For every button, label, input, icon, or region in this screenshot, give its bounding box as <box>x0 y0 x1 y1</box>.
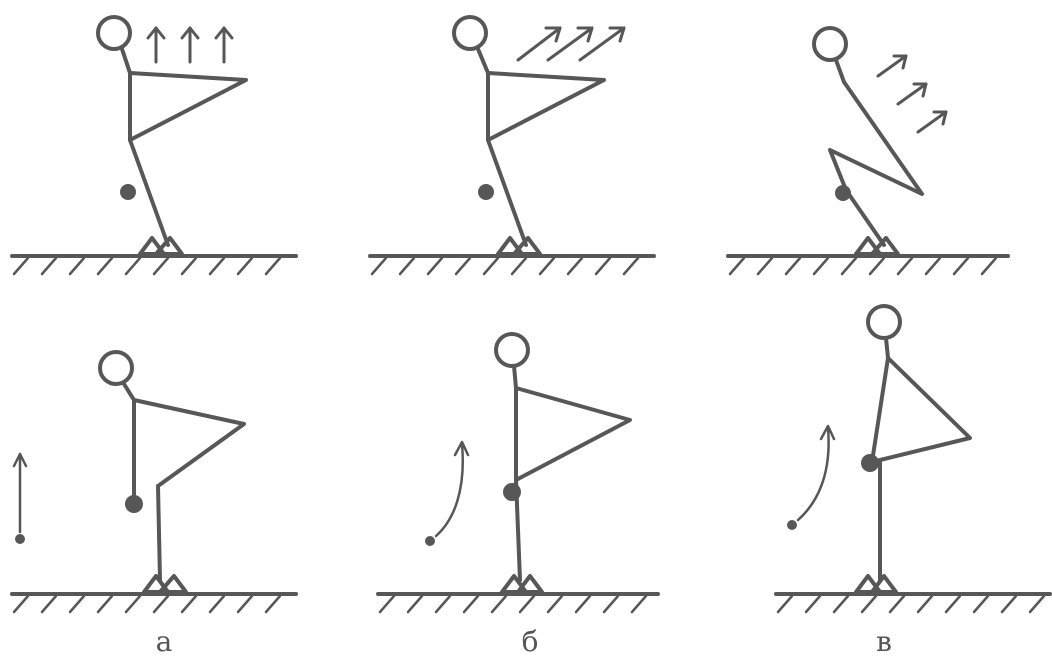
curved-arrow-icon <box>787 424 836 530</box>
trajectory-arrow-icon <box>12 452 28 544</box>
ground-line <box>774 592 1052 614</box>
curved-arrow-icon <box>425 440 470 546</box>
caption-label-b: б <box>521 625 539 658</box>
ground-line <box>376 592 660 614</box>
ground-line <box>726 254 1010 276</box>
caption-label-v: в <box>876 625 892 658</box>
ground-line <box>10 254 298 276</box>
ground-line <box>368 254 656 276</box>
figure-top-v <box>812 26 924 256</box>
figure-bottom-a <box>98 350 246 594</box>
diagonal-arrows-icon <box>876 54 948 134</box>
caption-label-a: а <box>155 625 173 658</box>
figure-top-b <box>452 15 606 256</box>
figure-bottom-v <box>854 304 972 594</box>
up-arrows-icon <box>146 26 234 64</box>
figure-bottom-b <box>494 332 632 594</box>
diagonal-arrows-icon <box>516 26 626 62</box>
ground-line <box>10 592 298 614</box>
figure-top-a <box>96 15 248 256</box>
